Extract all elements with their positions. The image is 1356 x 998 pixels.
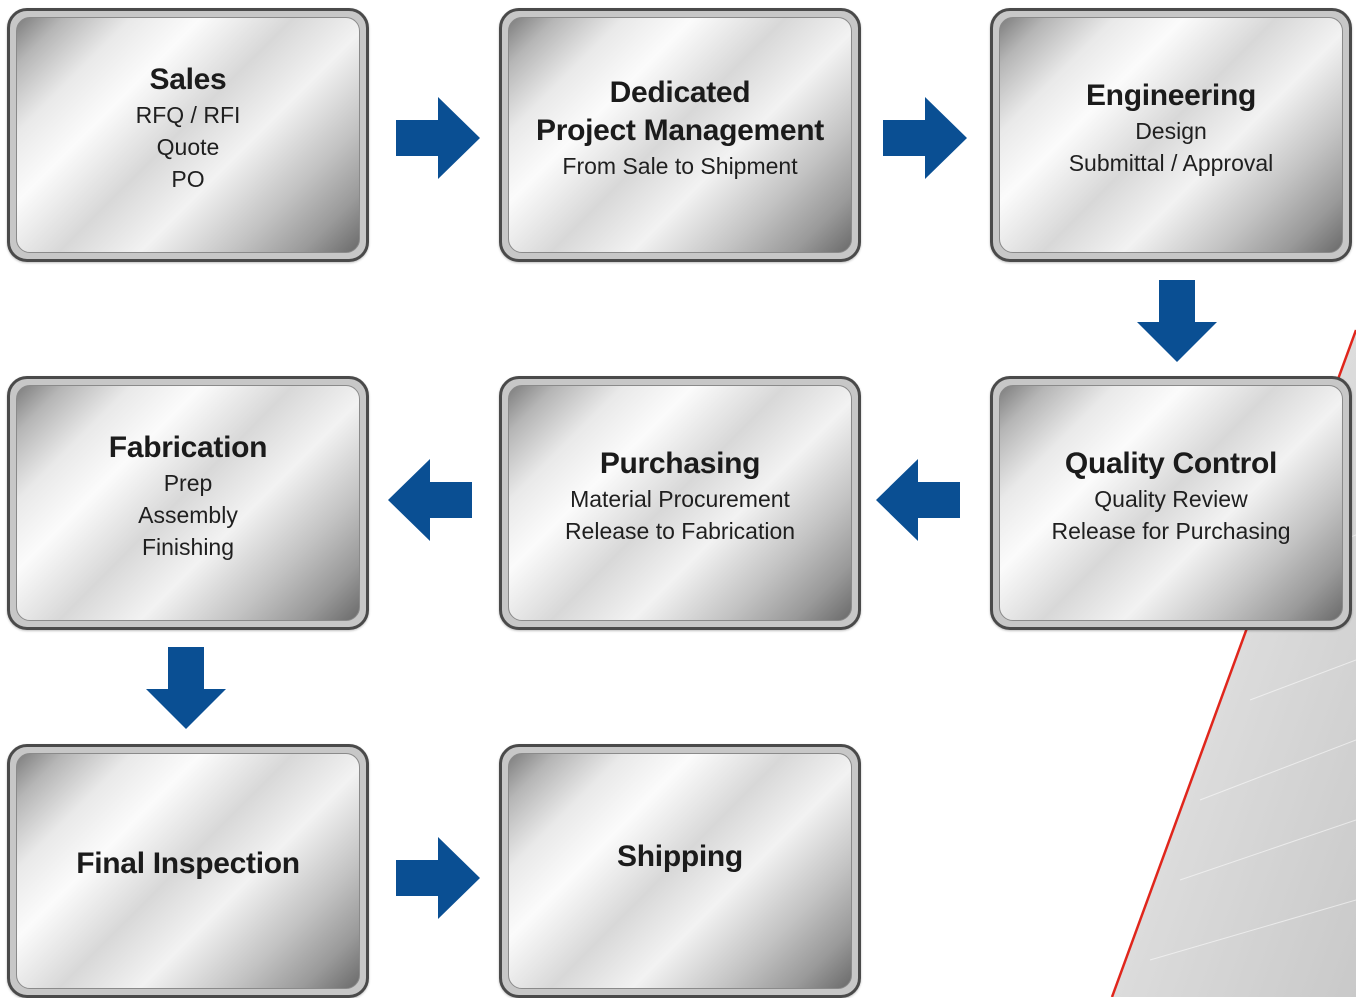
arrow-right-icon xyxy=(396,97,480,179)
step-quality-control: Quality Control Quality Review Release f… xyxy=(990,376,1352,630)
step-title: Fabrication xyxy=(108,431,268,464)
step-title: Engineering xyxy=(1085,79,1257,112)
step-detail: Material Procurement xyxy=(570,486,790,512)
step-fabrication: Fabrication Prep Assembly Finishing xyxy=(7,376,369,630)
step-engineering: Engineering Design Submittal / Approval xyxy=(990,8,1352,262)
step-detail: PO xyxy=(171,166,205,192)
step-detail: Quote xyxy=(156,134,220,160)
step-detail: Quality Review xyxy=(1094,486,1248,512)
step-detail: Release for Purchasing xyxy=(1051,518,1291,544)
step-title: Project Management xyxy=(535,114,824,147)
step-sales: Sales RFQ / RFI Quote PO xyxy=(7,8,369,262)
arrow-left-icon xyxy=(388,459,472,541)
step-title: Sales xyxy=(149,63,227,96)
step-detail: RFQ / RFI xyxy=(135,102,241,128)
step-detail: Release to Fabrication xyxy=(564,518,796,544)
step-detail: Submittal / Approval xyxy=(1068,150,1274,176)
step-detail: Prep xyxy=(163,470,213,496)
step-title: Dedicated xyxy=(609,76,751,109)
step-detail: Design xyxy=(1135,118,1207,144)
step-detail: From Sale to Shipment xyxy=(562,153,798,179)
step-title: Final Inspection xyxy=(76,847,300,880)
arrow-right-icon xyxy=(396,837,480,919)
step-final-inspection: Final Inspection xyxy=(7,744,369,998)
step-title: Quality Control xyxy=(1064,447,1278,480)
step-detail: Assembly xyxy=(138,502,238,528)
step-detail: Finishing xyxy=(141,534,235,560)
arrow-down-icon xyxy=(146,647,226,729)
step-shipping: Shipping xyxy=(499,744,861,998)
arrow-right-icon xyxy=(883,97,967,179)
step-project-management: Dedicated Project Management From Sale t… xyxy=(499,8,861,262)
arrow-left-icon xyxy=(876,459,960,541)
step-purchasing: Purchasing Material Procurement Release … xyxy=(499,376,861,630)
step-title: Shipping xyxy=(617,840,743,873)
arrow-down-icon xyxy=(1137,280,1217,362)
step-title: Purchasing xyxy=(599,447,761,480)
